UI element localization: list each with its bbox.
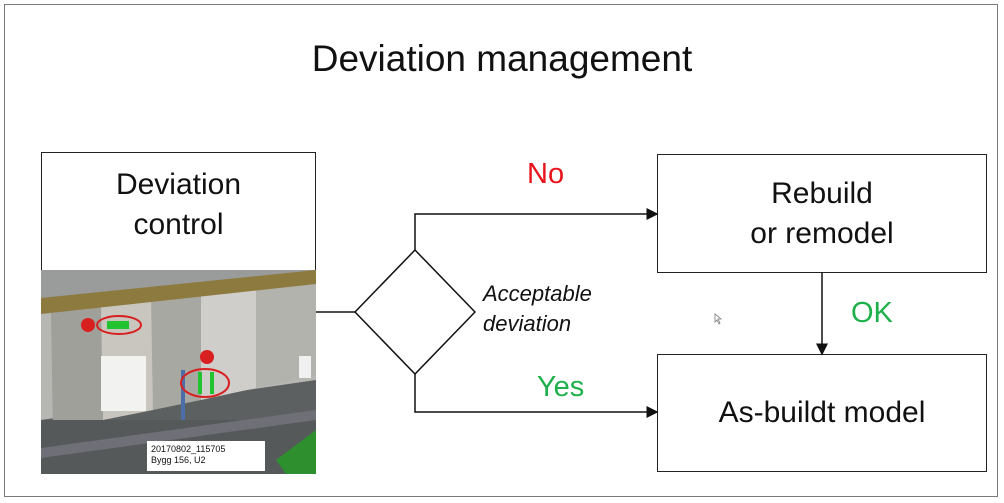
decision-line1: Acceptable	[483, 281, 592, 306]
yes-label: Yes	[537, 371, 585, 403]
yes-arrow	[414, 374, 659, 418]
mouse-cursor-icon	[714, 313, 723, 325]
no-label: No	[527, 158, 565, 190]
decision-diamond	[353, 248, 477, 376]
rebuild-line2: or remodel	[750, 216, 894, 250]
scan-timestamp-label: 20170802_115705 Bygg 156, U2	[147, 441, 265, 471]
scan-snapshot-image	[41, 270, 316, 474]
ok-label: OK	[851, 297, 893, 329]
asbuilt-label: As-buildt model	[718, 396, 926, 429]
no-arrow	[414, 208, 659, 250]
asbuilt-box: As-buildt model	[657, 354, 987, 472]
decision-line2: deviation	[483, 311, 572, 336]
deviation-control-line1: Deviation	[115, 168, 242, 201]
page-title: Deviation management	[311, 38, 693, 79]
point-cloud-illustration	[41, 270, 316, 474]
rebuild-box: Rebuild or remodel	[657, 154, 987, 273]
deviation-control-line2: control	[133, 208, 224, 241]
stamp-line2: Bygg 156, U2	[151, 455, 206, 465]
stamp-line1: 20170802_115705	[151, 444, 226, 454]
rebuild-line1: Rebuild	[771, 176, 873, 210]
decision-label: Acceptable deviation	[483, 279, 592, 339]
